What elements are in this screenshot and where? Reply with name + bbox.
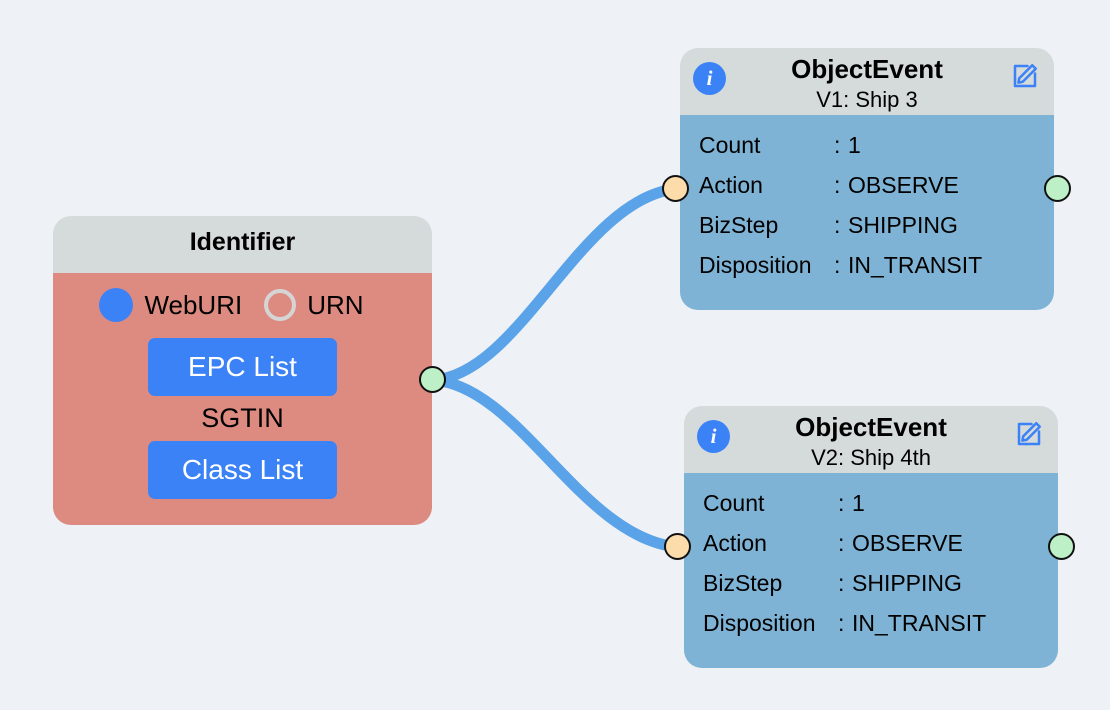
event-2-subtitle: V2: Ship 4th <box>811 444 931 470</box>
property-key: Action <box>703 530 767 556</box>
option-label-urn[interactable]: URN <box>307 289 364 320</box>
epc-list-button[interactable]: EPC List <box>148 338 337 396</box>
property-row: Count : 1 <box>680 125 1054 165</box>
event-1-subtitle: V1: Ship 3 <box>816 86 918 112</box>
identifier-middle-label: SGTIN <box>201 403 284 433</box>
property-separator: : <box>838 530 845 556</box>
property-row: Action : OBSERVE <box>680 165 1054 205</box>
property-row: Action : OBSERVE <box>684 523 1058 563</box>
filled-radio-icon[interactable] <box>99 288 134 322</box>
port-event-1-input[interactable] <box>662 175 689 202</box>
port-event-1-output[interactable] <box>1044 175 1071 202</box>
property-value: OBSERVE <box>848 172 959 198</box>
property-value: 1 <box>852 490 865 516</box>
edge-identifier-to-event1 <box>427 183 681 386</box>
edit-pencil-icon[interactable] <box>1010 61 1040 91</box>
identifier-option-row: WebURI URN <box>53 273 432 322</box>
class-list-button[interactable]: Class List <box>148 441 337 499</box>
identifier-header: Identifier <box>53 216 432 273</box>
event-1-title: ObjectEvent <box>791 54 943 84</box>
property-key: Disposition <box>703 610 816 636</box>
node-object-event-2[interactable]: i ObjectEvent V2: Ship 4th Count : 1 Act… <box>684 406 1058 668</box>
property-row: BizStep : SHIPPING <box>680 205 1054 245</box>
property-separator: : <box>838 610 845 636</box>
property-key: Action <box>699 172 763 198</box>
port-event-2-output[interactable] <box>1048 533 1075 560</box>
property-separator: : <box>838 490 845 516</box>
property-row: Disposition : IN_TRANSIT <box>680 245 1054 285</box>
property-value: IN_TRANSIT <box>852 610 987 636</box>
node-object-event-1[interactable]: i ObjectEvent V1: Ship 3 Count : 1 Actio… <box>680 48 1054 310</box>
property-separator: : <box>834 132 841 158</box>
port-identifier-output[interactable] <box>419 366 446 393</box>
event-1-header: i ObjectEvent V1: Ship 3 <box>680 48 1054 115</box>
property-separator: : <box>834 212 841 238</box>
property-value: SHIPPING <box>852 570 962 596</box>
property-row: Disposition : IN_TRANSIT <box>684 603 1058 643</box>
property-key: Disposition <box>699 252 812 278</box>
property-key: BizStep <box>703 570 783 596</box>
property-separator: : <box>834 252 841 278</box>
property-key: BizStep <box>699 212 779 238</box>
property-value: 1 <box>848 132 861 158</box>
event-2-body: Count : 1 Action : OBSERVE BizStep : SHI… <box>684 473 1058 668</box>
identifier-body: WebURI URN EPC List SGTIN Class List <box>53 273 432 525</box>
property-value: IN_TRANSIT <box>848 252 983 278</box>
property-key: Count <box>699 132 761 158</box>
property-separator: : <box>838 570 845 596</box>
property-row: Count : 1 <box>684 483 1058 523</box>
event-2-title: ObjectEvent <box>795 412 947 442</box>
property-key: Count <box>703 490 765 516</box>
property-row: BizStep : SHIPPING <box>684 563 1058 603</box>
event-1-body: Count : 1 Action : OBSERVE BizStep : SHI… <box>680 115 1054 310</box>
port-event-2-input[interactable] <box>664 533 691 560</box>
info-icon[interactable]: i <box>693 62 726 95</box>
info-icon[interactable]: i <box>697 420 730 453</box>
edit-pencil-icon[interactable] <box>1014 419 1044 449</box>
property-value: OBSERVE <box>852 530 963 556</box>
property-separator: : <box>834 172 841 198</box>
empty-radio-icon[interactable] <box>264 289 297 321</box>
option-label-weburi[interactable]: WebURI <box>144 289 243 320</box>
property-value: SHIPPING <box>848 212 958 238</box>
event-2-header: i ObjectEvent V2: Ship 4th <box>684 406 1058 473</box>
edge-identifier-to-event2 <box>427 374 683 553</box>
node-identifier[interactable]: Identifier WebURI URN EPC List SGTIN Cla… <box>53 216 432 525</box>
identifier-title: Identifier <box>189 228 296 256</box>
